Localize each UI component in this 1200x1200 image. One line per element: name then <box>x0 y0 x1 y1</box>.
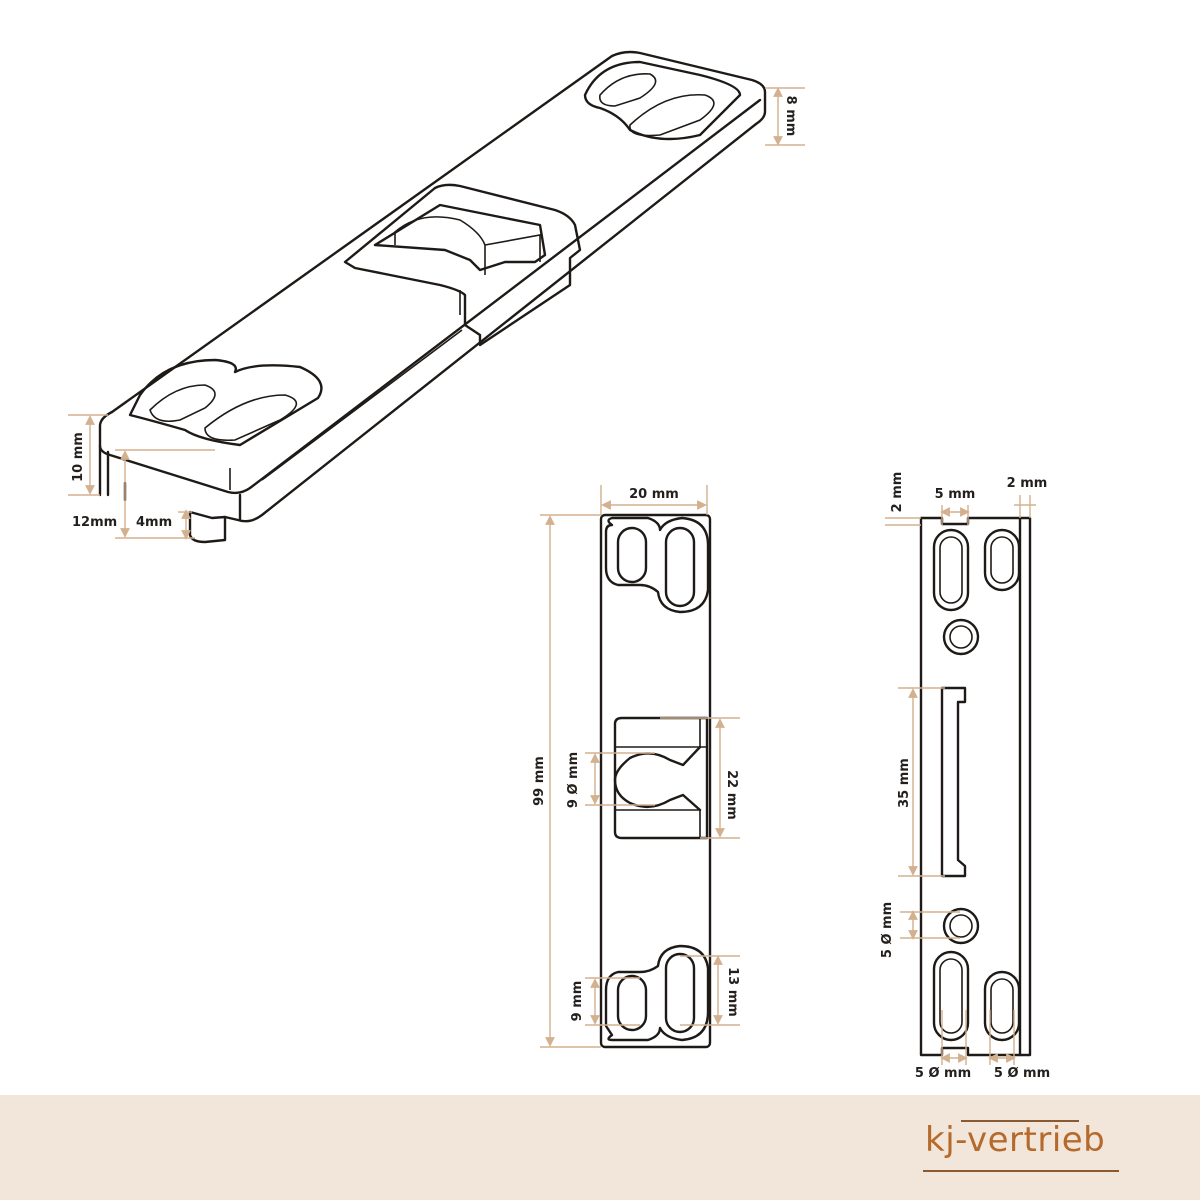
side-dimensions <box>885 495 1036 1065</box>
dim-pin-offset: 12mm <box>72 515 117 530</box>
logo-underline <box>923 1170 1119 1172</box>
dim-top-gap: 2 mm <box>890 472 905 513</box>
dim-rail-length: 35 mm <box>897 758 912 808</box>
isometric-view <box>98 50 767 544</box>
dim-length: 99 mm <box>532 756 547 806</box>
footer-bar <box>0 1095 1200 1200</box>
dim-hole-length: 13 mm <box>725 967 740 1017</box>
dim-notch-width: 5 mm <box>935 487 976 502</box>
dim-slot-height: 22 mm <box>724 770 739 820</box>
dim-pin-height: 4mm <box>136 515 172 530</box>
dim-width: 20 mm <box>629 487 679 502</box>
side-view <box>919 516 1032 1057</box>
brand-logo: kj-vertrieb <box>923 1120 1119 1172</box>
dim-hole-right: 5 Ø mm <box>994 1066 1050 1081</box>
front-view <box>599 513 712 1049</box>
logo-overline <box>961 1120 1079 1122</box>
iso-dimensions <box>68 87 805 540</box>
dim-height-left: 10 mm <box>71 432 86 482</box>
front-dimensions <box>540 485 740 1048</box>
dim-slot-diameter: 9 Ø mm <box>566 752 581 808</box>
dim-height-right: 8 mm <box>783 96 798 137</box>
dim-round-hole: 5 Ø mm <box>880 902 895 958</box>
dim-hole-width: 9 mm <box>570 981 585 1022</box>
brand-name: kj-vertrieb <box>925 1120 1106 1160</box>
dim-hole-left: 5 Ø mm <box>915 1066 971 1081</box>
dim-edge-thickness: 2 mm <box>1007 476 1048 491</box>
